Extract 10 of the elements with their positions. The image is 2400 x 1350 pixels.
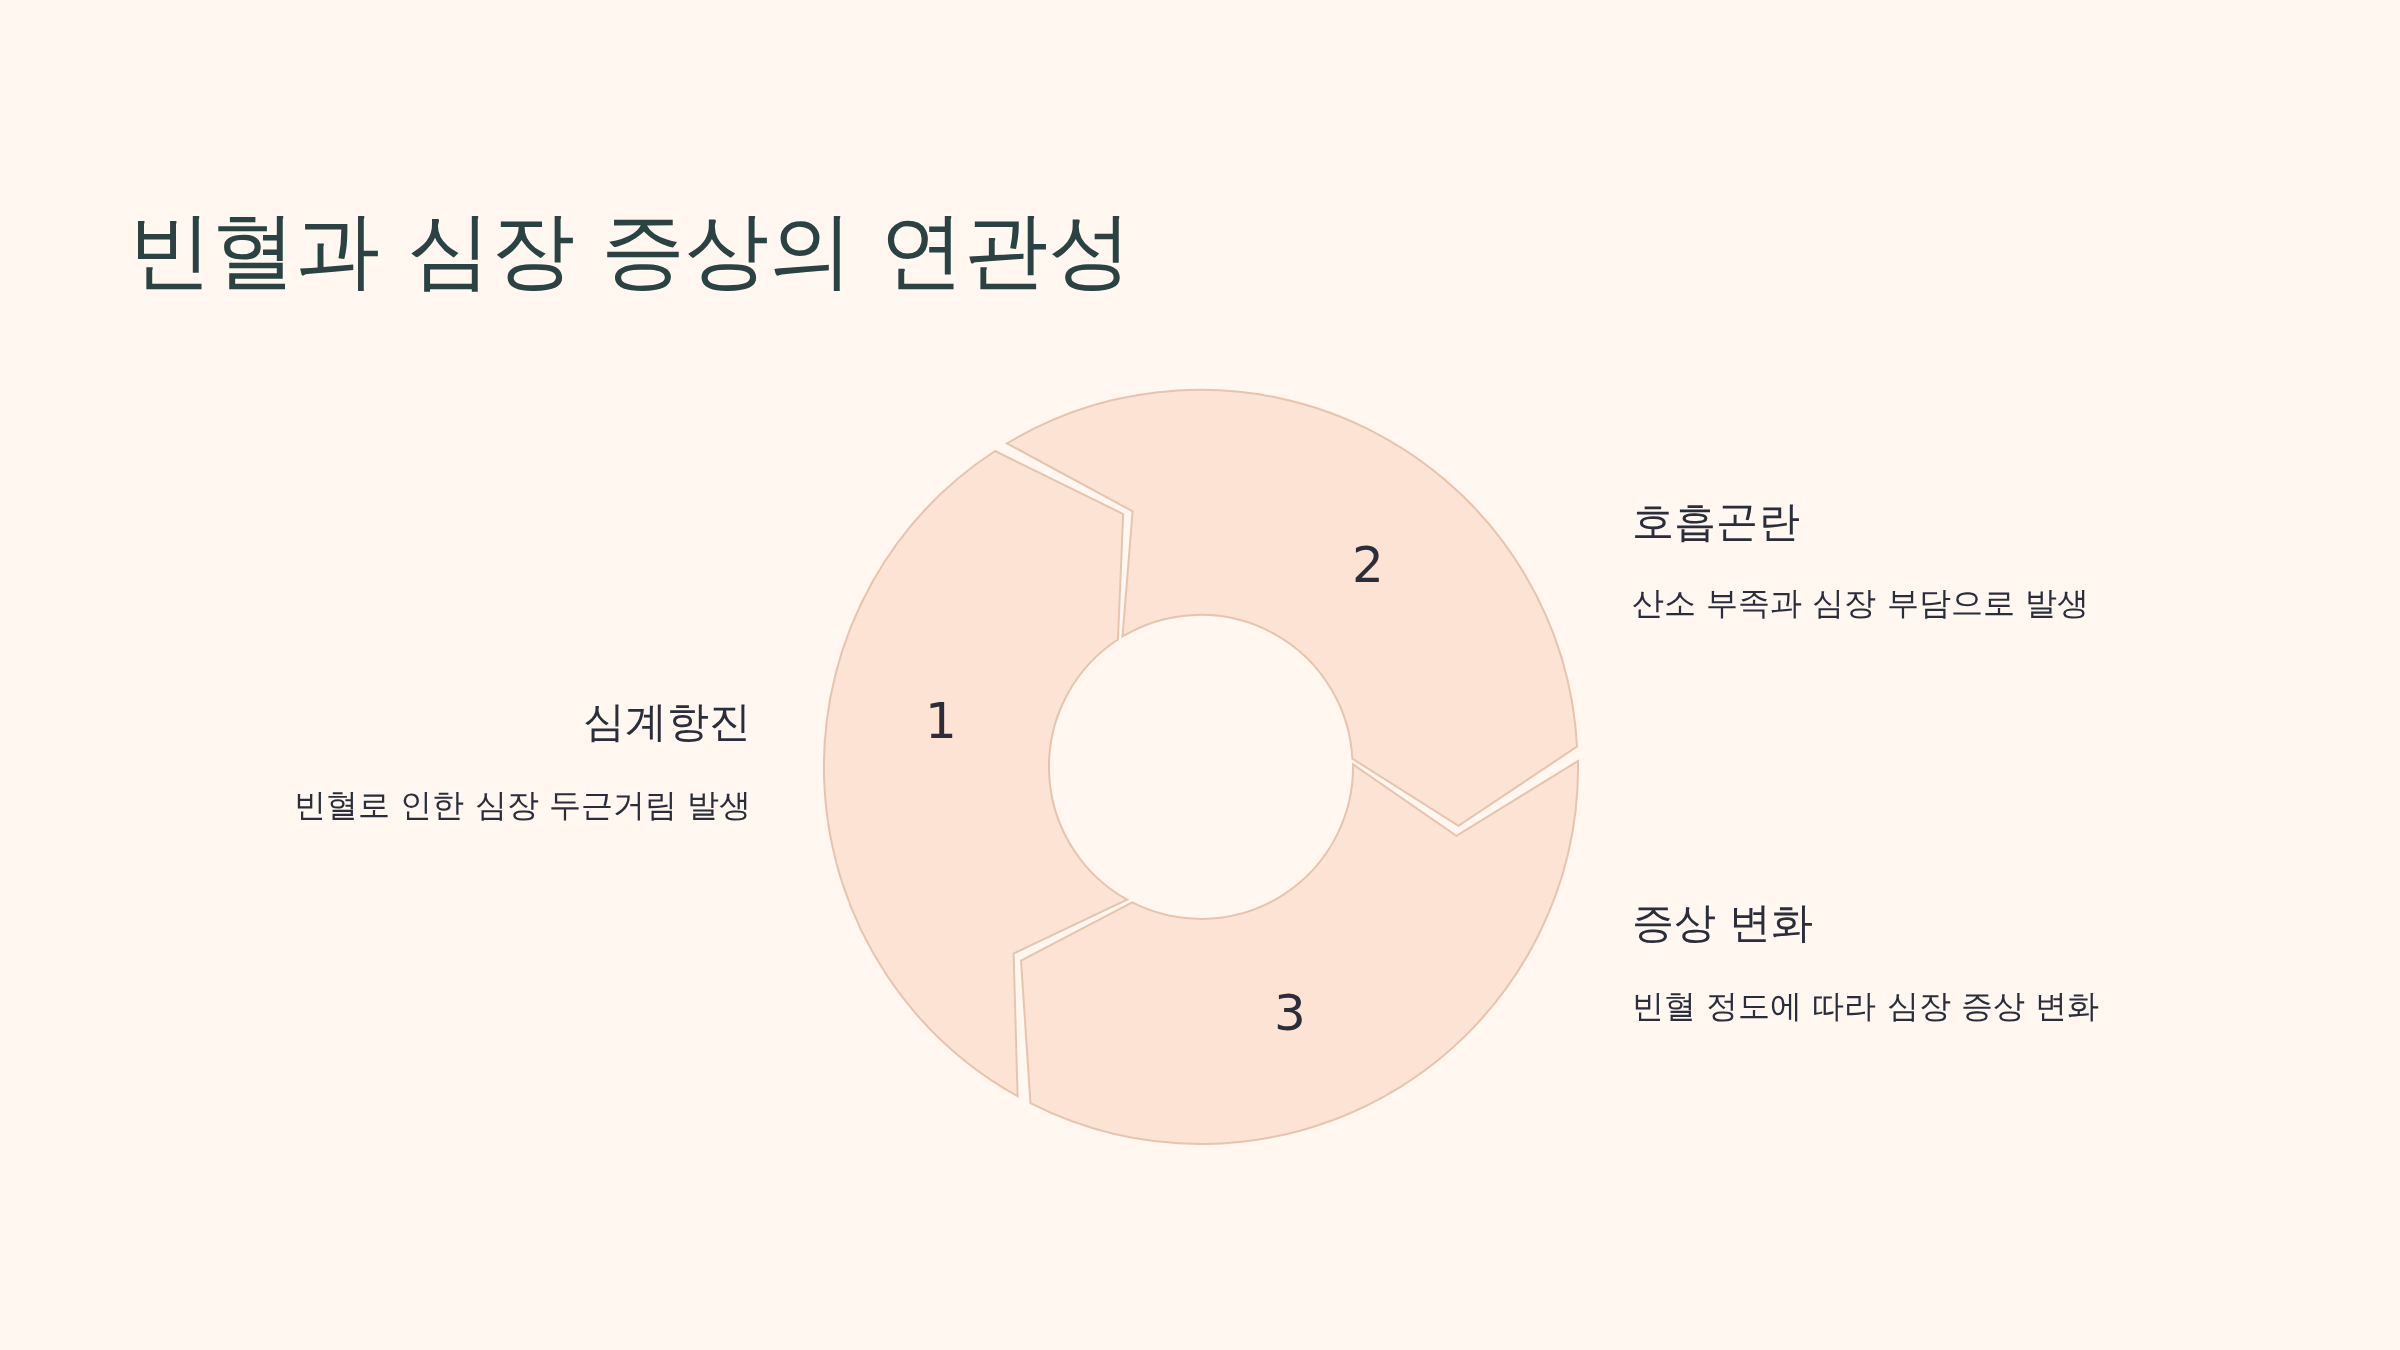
step-number: 1 xyxy=(925,693,957,749)
symptom-heading: 증상 변화 xyxy=(1632,897,1814,949)
title: 빈혈과 심장 증상의 연관성 xyxy=(128,200,1133,301)
step-number: 3 xyxy=(1274,985,1306,1041)
symptom-description: 빈혈 정도에 따라 심장 증상 변화 xyxy=(1632,986,2099,1026)
step-number: 2 xyxy=(1352,537,1384,593)
symptom-description: 산소 부족과 심장 부담으로 발생 xyxy=(1632,583,2089,623)
symptom-heading: 심계항진 xyxy=(583,696,751,748)
symptom-heading: 호흡곤란 xyxy=(1632,496,1800,548)
symptom-description: 빈혈로 인한 심장 두근거림 발생 xyxy=(294,785,751,825)
